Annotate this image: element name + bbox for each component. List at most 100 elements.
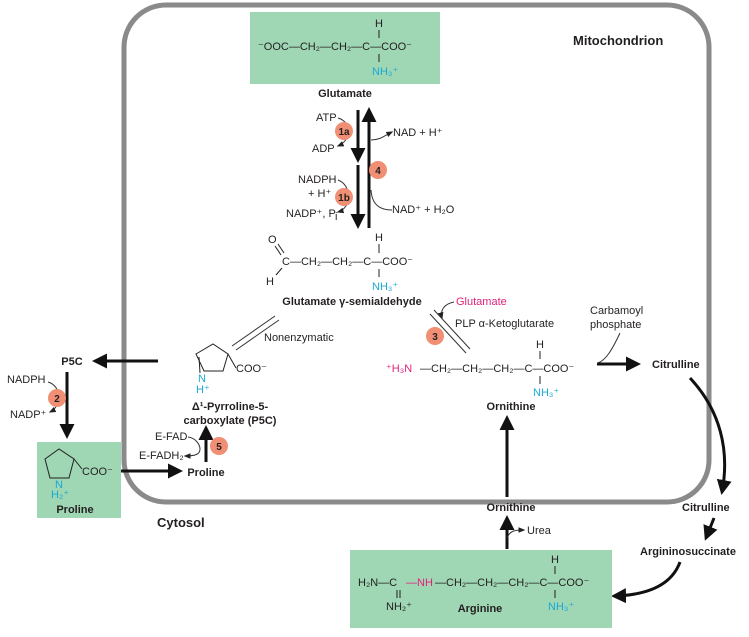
gsa-oxygen: O xyxy=(268,234,277,246)
p5c-carboxyl-bond xyxy=(227,353,237,369)
nad-h2o-label: NAD⁺ + H₂O xyxy=(392,204,455,216)
arginine-nh2: NH₂⁺ xyxy=(386,601,412,613)
gsa-double-bond-1 xyxy=(274,245,282,256)
ornithine-amino-group: NH₃⁺ xyxy=(533,387,559,399)
cytosol-label: Cytosol xyxy=(157,515,205,530)
step-3-number: 3 xyxy=(432,332,438,343)
ornithine-name: Ornithine xyxy=(487,401,536,413)
gsa-amino-group: NH₃⁺ xyxy=(372,281,398,293)
step-4-badge xyxy=(369,161,387,179)
carbamoyl-curve xyxy=(597,332,621,364)
arrow-citrulline-export xyxy=(688,376,732,495)
pi-subscript: i xyxy=(335,211,337,223)
gsa-name: Glutamate γ-semialdehyde xyxy=(282,296,421,308)
p5c-carboxylate: COO⁻ xyxy=(236,363,267,375)
glutamate-molecule: H ⁻OOC—CH₂—CH₂—C—COO⁻ NH₃⁺ xyxy=(250,12,440,84)
proline-cyto-name: Proline xyxy=(56,504,93,516)
nonenzymatic-line-2 xyxy=(235,319,280,351)
proline-mito-name: Proline xyxy=(187,467,224,479)
nad-h-curve xyxy=(370,131,394,141)
glutamate-amino-group: NH₃⁺ xyxy=(372,66,398,78)
proline-carboxylate: COO⁻ xyxy=(82,466,113,478)
p5c-name-line2: carboxylate (P5C) xyxy=(184,415,277,427)
glutamate-name: Glutamate xyxy=(318,88,372,100)
arginine-molecule: H H₂N—C —NH —CH₂—CH₂—CH₂—C—COO⁻ NH₂⁺ NH₃… xyxy=(350,550,612,628)
arginine-amino-group: NH₃⁺ xyxy=(548,601,574,613)
proline-hydrogen: H₂⁺ xyxy=(51,489,69,501)
efad-label: E-FAD xyxy=(155,431,187,443)
nad-h2o-curve xyxy=(370,189,393,211)
gsa-h-top: H xyxy=(375,232,383,244)
step-4-number: 4 xyxy=(375,166,381,177)
arginine-highlight-box xyxy=(350,550,612,628)
arginine-name: Arginine xyxy=(458,603,503,615)
nad-h-label: NAD + H⁺ xyxy=(393,127,443,139)
step-5-number: 5 xyxy=(216,442,222,453)
p5c-ring xyxy=(195,343,229,372)
p5c-cyto-label: P5C xyxy=(61,356,82,368)
p5c-name-line1: Δ¹-Pyrroline-5- xyxy=(192,401,269,413)
step-1a-badge xyxy=(335,122,353,140)
argininosuccinate-label: Argininosuccinate xyxy=(640,546,736,558)
gsa-bond-h xyxy=(275,267,283,276)
ornithine-amino-left: ⁺H₃N xyxy=(386,363,412,375)
urea-curve xyxy=(506,527,526,539)
carbamoyl-label-1: Carbamoyl xyxy=(590,305,643,317)
gsa-double-bond-2 xyxy=(277,243,285,254)
arrow-to-argininosuccinate xyxy=(703,517,718,541)
arrow-to-arginine xyxy=(611,561,682,604)
adp-label: ADP xyxy=(312,143,335,155)
step-3-badge xyxy=(426,327,444,345)
nadp-pi-label: NADP⁺, P xyxy=(286,208,336,220)
step-2-badge xyxy=(48,389,66,407)
arginine-chain: —CH₂—CH₂—CH₂—C—COO⁻ xyxy=(435,577,589,589)
citrulline-cyto-label: Citrulline xyxy=(682,502,730,514)
nadph-label: NADPH xyxy=(298,174,337,186)
plp-akg-label: PLP α-Ketoglutarate xyxy=(455,318,554,330)
arginine-h: H xyxy=(551,554,559,566)
glutamate-semialdehyde-molecule: O C—CH₂—CH₂—C—COO⁻ H H NH₃⁺ xyxy=(266,232,413,293)
glutamate-highlight-box xyxy=(250,12,440,84)
efad-curve xyxy=(183,436,201,459)
atp-label: ATP xyxy=(316,112,337,124)
step-2-number: 2 xyxy=(54,394,60,405)
proline-nitrogen: N xyxy=(55,479,63,491)
h-plus-label: + H⁺ xyxy=(308,188,331,200)
gsa-h-left: H xyxy=(266,276,274,288)
proline-ring xyxy=(44,448,75,479)
step-1a-number: 1a xyxy=(338,127,350,138)
p5c-ring-double xyxy=(198,356,201,374)
nonenzymatic-line-1 xyxy=(231,315,276,347)
proline-cyto-molecule: COO⁻ N H₂⁺ Proline xyxy=(37,442,121,518)
step-5-badge xyxy=(210,437,228,455)
glutamate-h: H xyxy=(375,18,383,30)
proline-carboxyl-bond xyxy=(73,458,83,470)
p5c-hydrogen: H⁺ xyxy=(196,384,210,396)
arginine-h2n: H₂N—C xyxy=(358,577,397,589)
gsa-chain: C—CH₂—CH₂—C—COO⁻ xyxy=(282,256,413,268)
p5c-ring-molecule: COO⁻ N H⁺ xyxy=(195,343,267,396)
efadh2-label: E-FADH₂ xyxy=(139,450,184,462)
ornithine-molecule: H ⁺H₃N —CH₂—CH₂—CH₂—C—COO⁻ NH₃⁺ xyxy=(386,339,574,399)
arginine-nh: —NH xyxy=(406,577,433,589)
ornithine-chain: —CH₂—CH₂—CH₂—C—COO⁻ xyxy=(420,363,574,375)
step-3-line-1 xyxy=(433,309,471,350)
urea-label: Urea xyxy=(527,525,552,537)
cyto-nadp-label: NADP⁺ xyxy=(10,409,47,421)
ornithine-cyto-label: Ornithine xyxy=(487,502,536,514)
mitochondrion-membrane xyxy=(121,2,712,505)
p5c-nitrogen: N xyxy=(198,373,206,385)
glutamate-in-label: Glutamate xyxy=(456,296,507,308)
carbamoyl-label-2: phosphate xyxy=(590,319,641,331)
glutamate-in-curve xyxy=(437,301,455,320)
cyto-nadph-label: NADPH xyxy=(7,374,46,386)
step-3-line-2 xyxy=(429,313,467,354)
glutamate-formula: ⁻OOC—CH₂—CH₂—C—COO⁻ xyxy=(258,41,412,53)
step-1b-badge xyxy=(335,188,353,206)
ornithine-h: H xyxy=(536,339,544,351)
nonenzymatic-label: Nonenzymatic xyxy=(264,332,334,344)
citrulline-mito-label: Citrulline xyxy=(652,359,700,371)
mitochondrion-label: Mitochondrion xyxy=(573,33,663,48)
step-1b-number: 1b xyxy=(338,193,350,204)
